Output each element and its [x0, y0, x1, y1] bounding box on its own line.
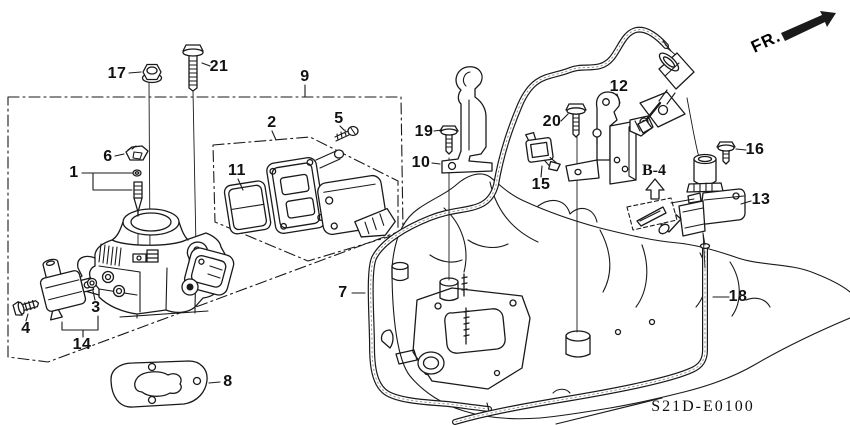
bolt-4-drawing — [12, 300, 40, 316]
rotary-valve-14-drawing — [39, 258, 95, 321]
oring-3-drawing — [86, 277, 98, 289]
bolt-21-drawing — [182, 44, 204, 92]
part-callout-11: 11 — [228, 162, 246, 179]
gasket-11-drawing — [223, 180, 272, 235]
part-callout-4: 4 — [21, 320, 31, 337]
assembly-group-box — [7, 96, 404, 363]
iac-group-box — [212, 136, 399, 262]
part-callout-9: 9 — [300, 68, 310, 85]
purge-valve-13-drawing — [658, 153, 746, 269]
part-callout-13: 13 — [751, 191, 771, 208]
part-callout-6: 6 — [103, 148, 113, 165]
hose-18-drawing — [452, 242, 711, 425]
nut-17-drawing — [141, 63, 163, 84]
part-callout-8: 8 — [223, 373, 233, 390]
callout-leader-lines — [25, 62, 752, 384]
bolt-20-drawing — [565, 103, 587, 138]
bracket-10-drawing — [441, 66, 493, 174]
part-callout-18: 18 — [728, 288, 748, 305]
part-callout-7: 7 — [338, 284, 348, 301]
throttle-body-drawing — [77, 208, 235, 319]
fr-direction-arrow — [781, 11, 836, 41]
part-callout-15: 15 — [531, 176, 551, 193]
part-callout-14: 14 — [72, 336, 92, 353]
sensor-6-drawing — [125, 145, 149, 161]
part-callout-2: 2 — [267, 114, 277, 131]
part-callout-19: 19 — [414, 123, 434, 140]
part-callout-17: 17 — [107, 65, 127, 82]
screw-5-drawing — [334, 125, 359, 142]
part-callout-12: 12 — [609, 78, 629, 95]
part-callout-10: 10 — [411, 154, 431, 171]
bolt-19-drawing — [439, 125, 459, 155]
alignment-lines — [137, 47, 706, 333]
gasket-8-drawing — [110, 360, 208, 408]
bolt-16-drawing — [716, 141, 736, 165]
part-callout-21: 21 — [209, 58, 229, 75]
detail-ref-label: B-4 — [642, 162, 666, 179]
part-callout-1: 1 — [69, 164, 79, 181]
diagram-code: S21D-E0100 — [651, 398, 755, 415]
part-callout-16: 16 — [745, 141, 765, 158]
clip-15-drawing — [525, 131, 561, 172]
part-callout-20: 20 — [542, 113, 562, 130]
connector-ref-box — [626, 197, 695, 231]
detail-ref-arrow-icon — [645, 178, 665, 200]
screw-1-drawing — [132, 169, 143, 217]
part-callout-3: 3 — [91, 299, 101, 316]
part-callout-5: 5 — [334, 110, 344, 127]
check-valve-drawing — [637, 52, 695, 134]
iac-valve-assembly-drawing — [223, 149, 396, 238]
